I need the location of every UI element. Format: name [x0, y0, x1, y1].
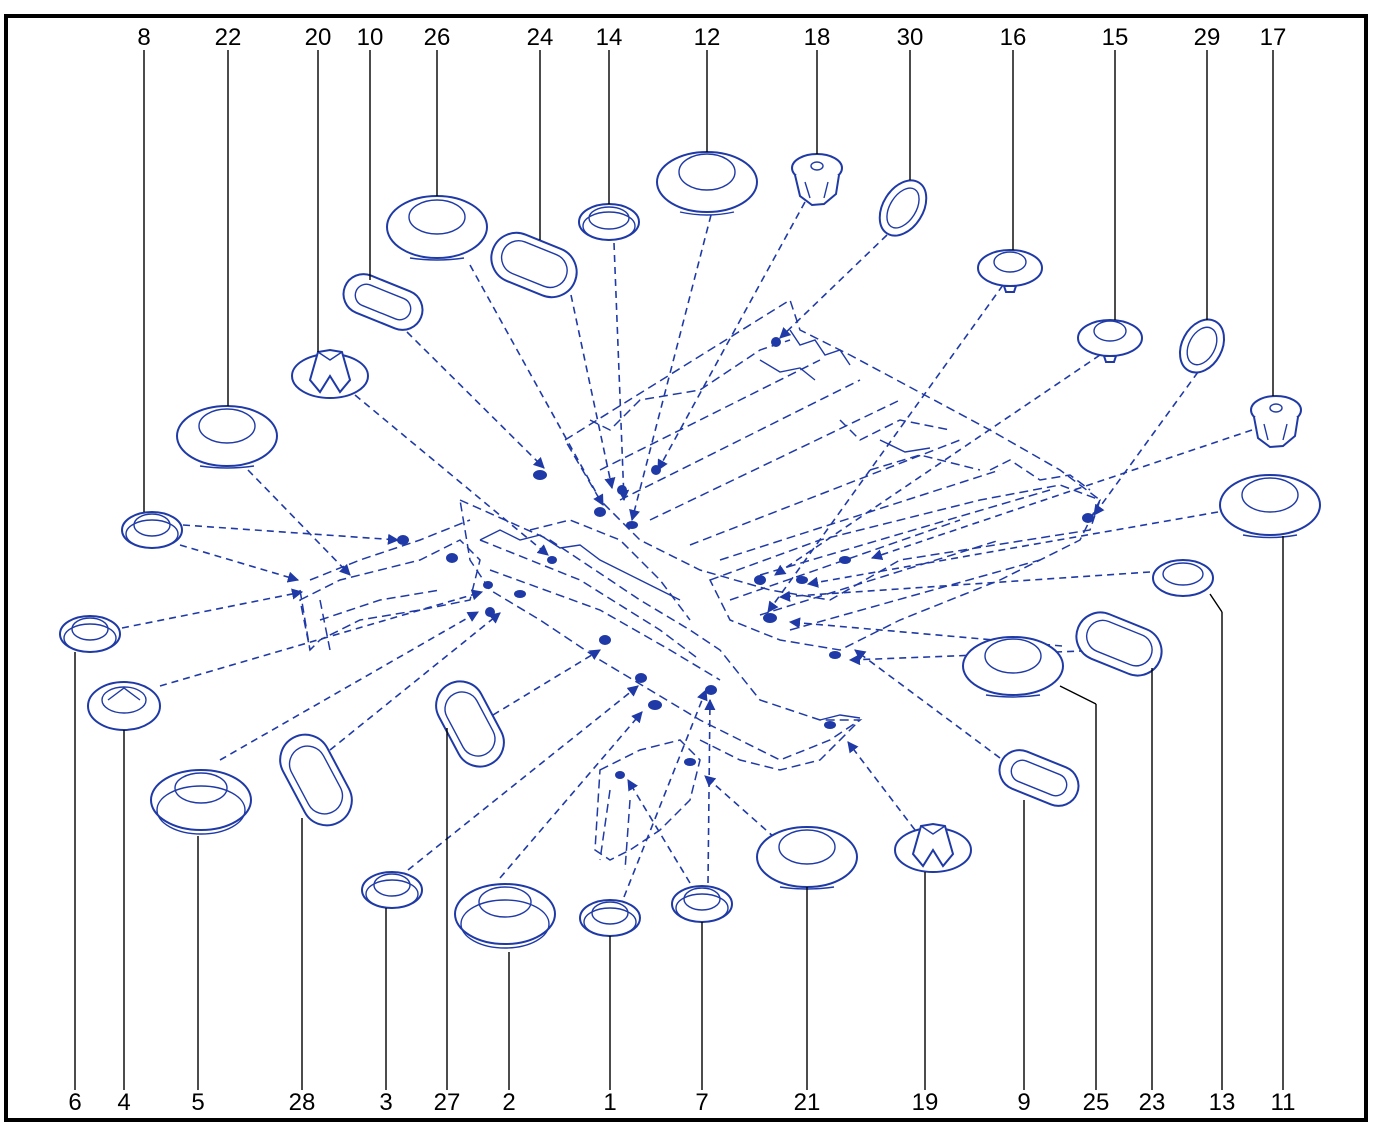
floor-pan-body	[299, 298, 1102, 871]
callout-1: 1	[603, 1089, 616, 1116]
bottom-callout-numbers: 6 4 5 28 3 27 2 1 7 21 19 9 25 23 13 11	[68, 1089, 1295, 1116]
grommet-small-6	[59, 615, 121, 653]
nut-18	[791, 153, 843, 207]
callout-15: 15	[1102, 24, 1129, 51]
oval-grommet-9	[998, 749, 1080, 807]
callout-16: 16	[1000, 24, 1027, 51]
oval-grommet-10	[342, 273, 424, 331]
callout-30: 30	[897, 24, 924, 51]
oval-ring-27	[435, 680, 505, 768]
grommet-4	[87, 681, 161, 731]
callout-13: 13	[1209, 1089, 1236, 1116]
clip-19	[894, 822, 972, 873]
callout-21: 21	[794, 1089, 821, 1116]
ring-30	[878, 179, 928, 237]
plug-medium-16	[977, 249, 1043, 293]
callout-25: 25	[1083, 1089, 1110, 1116]
plug-large-22	[176, 405, 278, 469]
callout-9: 9	[1017, 1089, 1030, 1116]
callout-29: 29	[1194, 24, 1221, 51]
callout-11: 11	[1271, 1089, 1296, 1116]
callout-28: 28	[289, 1089, 316, 1116]
top-callout-numbers: 8 22 20 10 26 24 14 12 18 30 16 15 29 17	[137, 24, 1286, 51]
grommet-small-13	[1152, 559, 1214, 597]
plug-large-25	[962, 636, 1064, 698]
plug-large-26	[386, 195, 488, 261]
callout-4: 4	[117, 1089, 130, 1116]
callout-10: 10	[357, 24, 384, 51]
callout-23: 23	[1139, 1089, 1166, 1116]
ring-29	[1178, 318, 1226, 374]
callout-24: 24	[527, 24, 554, 51]
callout-18: 18	[804, 24, 831, 51]
callout-7: 7	[695, 1089, 708, 1116]
callout-26: 26	[424, 24, 451, 51]
callout-20: 20	[305, 24, 332, 51]
grommet-small-7	[671, 885, 733, 923]
oval-ring-28	[279, 733, 353, 827]
ring-large-2	[454, 883, 556, 949]
grommet-small-3	[361, 871, 423, 909]
parts	[59, 151, 1321, 949]
nut-17	[1250, 395, 1302, 449]
callout-2: 2	[502, 1089, 515, 1116]
callout-lines	[74, 50, 1284, 1090]
ring-large-5	[150, 769, 252, 835]
grommet-small-8	[121, 511, 183, 549]
callout-19: 19	[912, 1089, 939, 1116]
clip-20	[291, 348, 369, 399]
leader-lines	[121, 201, 1253, 898]
callout-3: 3	[379, 1089, 392, 1116]
grommet-small-1	[579, 899, 641, 937]
plug-medium-15	[1077, 319, 1143, 363]
callout-6: 6	[68, 1089, 81, 1116]
grommet-small-14	[578, 203, 640, 241]
callout-22: 22	[215, 24, 242, 51]
callout-27: 27	[434, 1089, 461, 1116]
callout-14: 14	[596, 24, 623, 51]
callout-5: 5	[191, 1089, 204, 1116]
callout-17: 17	[1260, 24, 1287, 51]
callout-8: 8	[137, 24, 150, 51]
plug-large-11	[1219, 474, 1321, 539]
oval-plug-24	[490, 231, 578, 299]
callout-12: 12	[694, 24, 721, 51]
oval-plug-23	[1075, 611, 1163, 677]
